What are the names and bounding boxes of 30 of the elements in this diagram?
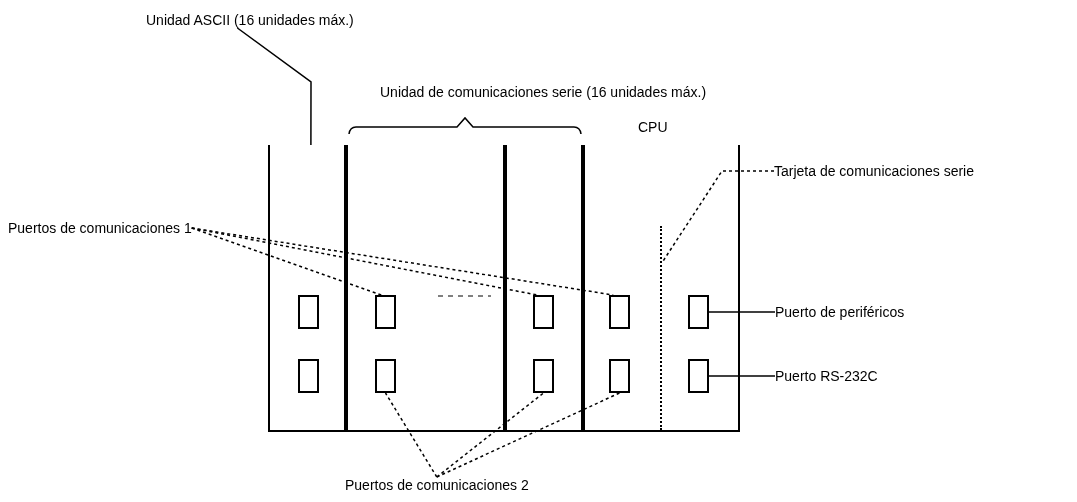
callout-label: Puerto RS-232C bbox=[775, 368, 878, 384]
callout-label: Puertos de comunicaciones 1 bbox=[8, 220, 192, 236]
callout-label: Puerto de periféricos bbox=[775, 304, 905, 320]
serial-unit bbox=[505, 145, 583, 432]
leader-line bbox=[236, 27, 312, 146]
port-connector bbox=[609, 295, 630, 329]
serial-unit bbox=[346, 145, 505, 432]
port-connector bbox=[375, 359, 396, 393]
port-connector bbox=[688, 295, 709, 329]
callout-label: Tarjeta de comunicaciones serie bbox=[774, 163, 974, 179]
unit-title: CPU bbox=[638, 119, 668, 135]
port-connector bbox=[298, 295, 319, 329]
port-connector bbox=[375, 295, 396, 329]
port-connector bbox=[533, 359, 554, 393]
port-connector bbox=[609, 359, 630, 393]
leader-line bbox=[384, 392, 438, 478]
leader-line bbox=[661, 170, 775, 264]
cpu-unit bbox=[583, 119, 740, 432]
callout-label: Puertos de comunicaciones 2 bbox=[345, 477, 529, 493]
ascii-unit bbox=[268, 145, 346, 432]
leader-line bbox=[190, 227, 614, 296]
leader-line bbox=[436, 392, 545, 478]
callout-label: Unidad ASCII (16 unidades máx.) bbox=[146, 12, 354, 28]
leader-line bbox=[436, 392, 621, 478]
port-connector bbox=[688, 359, 709, 393]
port-connector bbox=[533, 295, 554, 329]
bracket-label: Unidad de comunicaciones serie (16 unidades máx.) bbox=[380, 84, 707, 100]
leader-line bbox=[708, 311, 776, 313]
leader-line bbox=[708, 375, 776, 377]
port-connector bbox=[298, 359, 319, 393]
